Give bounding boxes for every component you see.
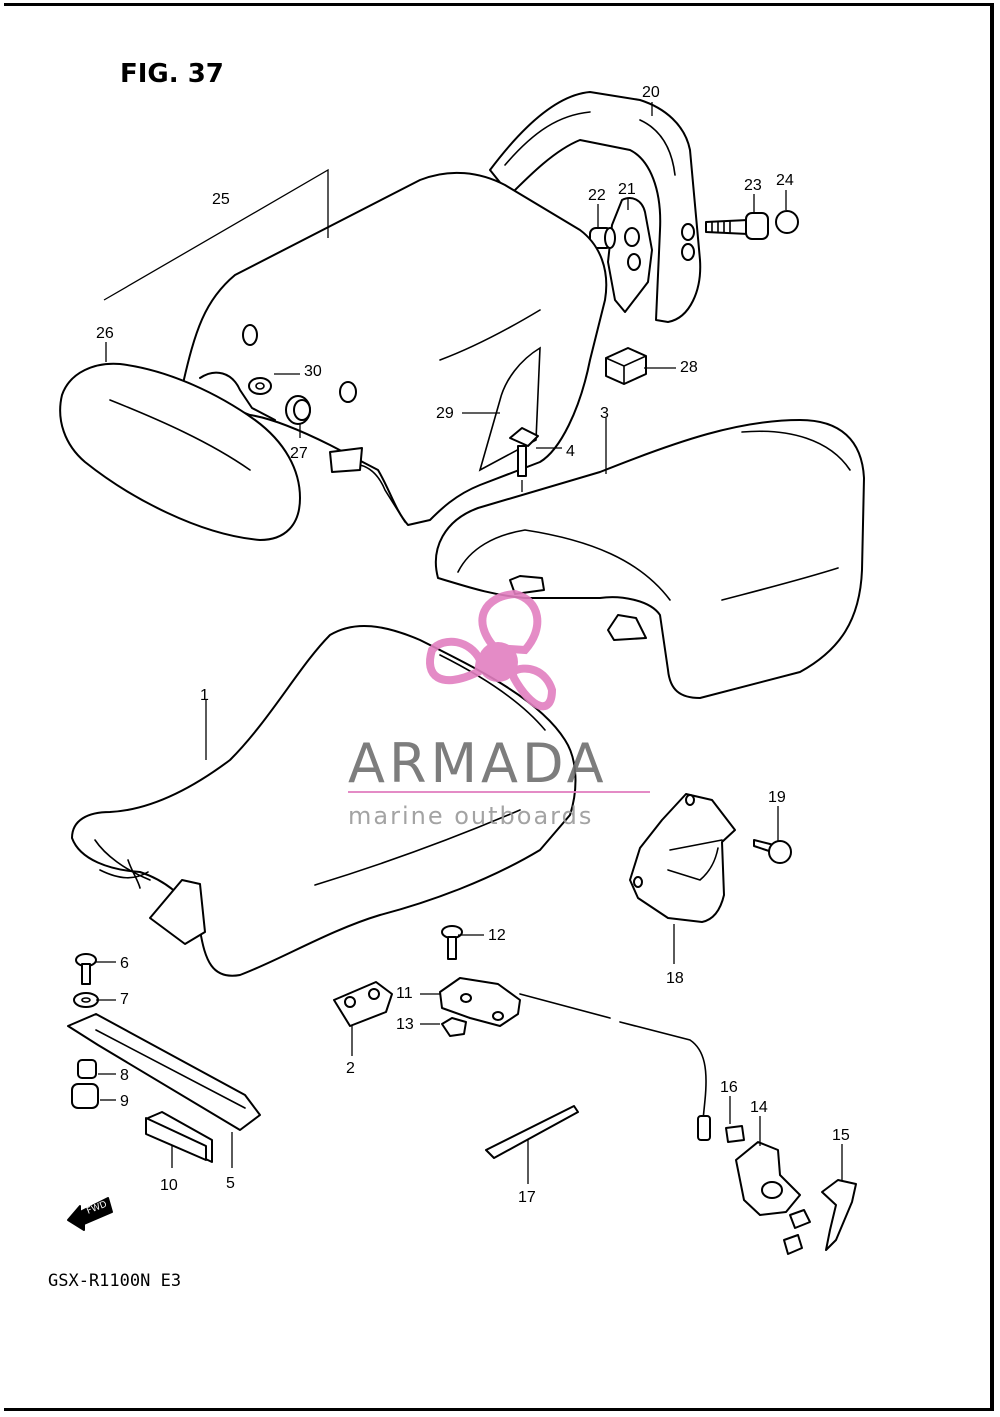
callout-12: 12 [488,927,506,944]
callout-20: 20 [642,84,660,101]
part-cap-24 [775,210,799,234]
propeller-logo-icon [426,589,557,711]
part-lock-bracket [439,977,521,1027]
callout-2: 2 [346,1060,355,1077]
part-screw-16 [725,1125,745,1143]
part-front-seat [71,624,577,977]
figure-title: FIG. 37 [120,59,224,89]
callout-26: 26 [96,325,114,342]
callout-23: 23 [744,177,762,194]
callout-27: 27 [290,445,308,462]
watermark-tagline: marine outboards [348,802,593,830]
forward-arrow: FWD [67,1197,113,1231]
watermark: ARMADA marine outboards [348,589,650,830]
part-seat-hook [333,981,393,1027]
part-rear-pad [59,362,301,541]
part-seat-lock [735,1141,811,1255]
callout-17: 17 [518,1189,536,1206]
part-cushion-9 [71,1083,99,1109]
callout-4: 4 [566,443,575,460]
callout-1: 1 [200,687,209,704]
callout-30: 30 [304,363,322,380]
part-lock-cable [519,993,711,1141]
part-washer-7 [73,992,99,1008]
part-seat-tail-cover [181,171,608,526]
part-bolt-19 [753,839,792,864]
callout-19: 19 [768,789,786,806]
callout-11: 11 [396,985,413,1002]
callout-10: 10 [160,1177,178,1194]
callout-16: 16 [720,1079,738,1096]
callout-5: 5 [226,1175,235,1192]
page-frame [4,3,994,1411]
part-cushion-27 [285,395,311,425]
callout-21: 21 [618,181,636,198]
part-screw-6 [75,953,97,985]
callout-24: 24 [776,172,794,189]
callout-22: 22 [588,187,606,204]
part-cushion-block-28 [605,347,647,385]
part-rail-bracket [607,197,653,313]
model-code: GSX-R1100N E3 [48,1271,181,1291]
part-bolt-23 [705,212,769,240]
leader-lines [96,102,843,1184]
part-passenger-seat [434,419,865,699]
part-screw-12 [441,925,463,960]
watermark-brand: ARMADA [348,732,608,795]
callout-6: 6 [120,955,129,972]
callout-numbers: 1 2 3 4 5 6 7 8 9 10 11 12 13 14 15 16 1… [96,84,850,1206]
part-tray-bracket [67,1013,261,1131]
part-tray-cover [629,793,736,923]
callout-14: 14 [750,1099,768,1116]
callout-28: 28 [680,359,698,376]
callout-18: 18 [666,970,684,987]
callout-7: 7 [120,991,129,1008]
part-spacer-8 [77,1059,97,1079]
callout-29: 29 [436,405,454,422]
callout-13: 13 [396,1016,414,1033]
callout-8: 8 [120,1067,129,1084]
part-grommet-30 [248,377,272,395]
part-lock-plate [821,1179,857,1251]
part-grab-rail [489,91,702,323]
callout-9: 9 [120,1093,129,1110]
callout-25: 25 [212,191,230,208]
callout-3: 3 [600,405,609,422]
part-cable-tie [485,1105,579,1159]
callout-15: 15 [832,1127,850,1144]
part-nut-13 [441,1017,467,1037]
part-block-10 [145,1111,213,1163]
